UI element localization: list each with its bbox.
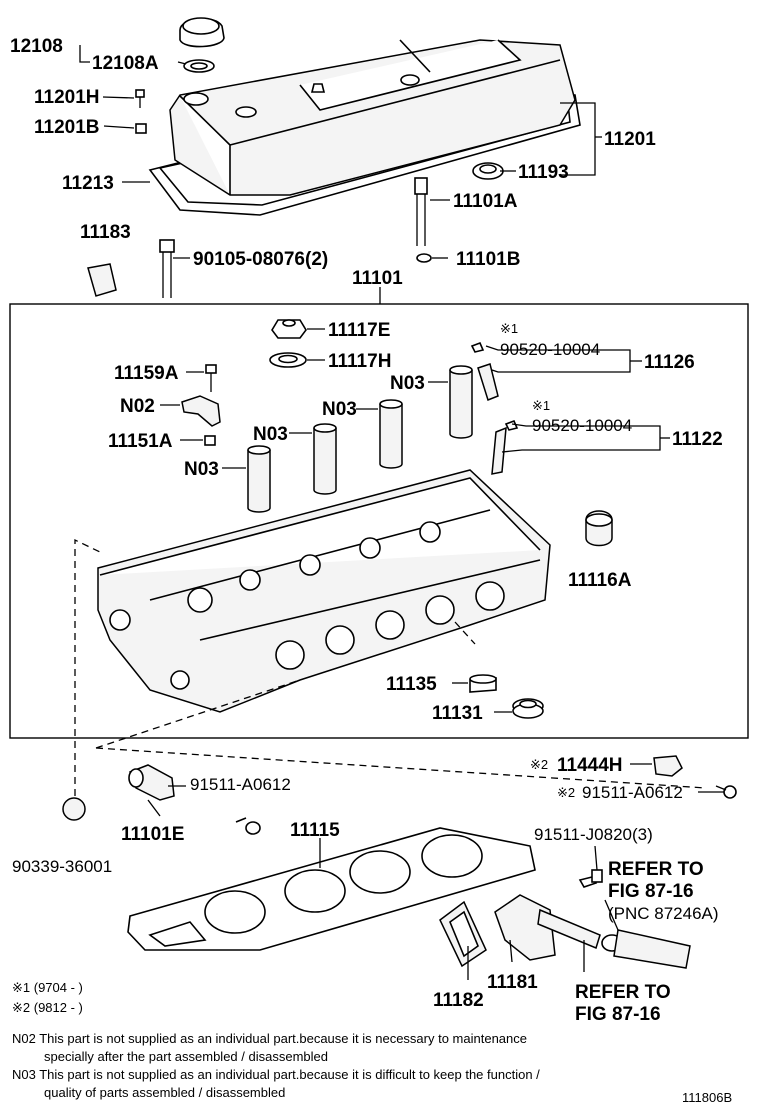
label-11126: 11126	[644, 352, 695, 373]
legend-and-notes: ※1 (9704 - ) ※2 (9812 - ) N02 This part …	[12, 980, 732, 1105]
label-11135: 11135	[386, 674, 437, 695]
refer-1-line-1: REFER TO	[608, 859, 704, 880]
label-12108: 12108	[10, 36, 63, 57]
label-11181: 11181	[487, 972, 538, 993]
label-N03-c: N03	[253, 424, 288, 445]
label-11201B: 11201B	[34, 117, 100, 138]
label-11183: 11183	[80, 222, 131, 243]
legend-mark-2: ※2 (9812 - )	[12, 1000, 83, 1015]
cylinder-head-illustration	[97, 319, 613, 719]
mark-1-a: ※1	[500, 321, 518, 336]
label-11117E: 11117E	[328, 320, 390, 341]
part-labels: 12108 12108A 11201H 11201B 11201 11193 1…	[10, 36, 723, 1025]
label-90520-10004-b: 90520-10004	[532, 416, 632, 435]
refer-2-line-1: REFER TO	[575, 982, 671, 1003]
label-N02: N02	[120, 396, 155, 417]
leader-lines-lower	[74, 538, 724, 980]
cylinder-head-frame	[9, 303, 749, 739]
refer-2-line-2: FIG 87-16	[575, 1004, 661, 1025]
label-90105-08076: 90105-08076(2)	[193, 249, 328, 270]
label-N03-b: N03	[322, 399, 357, 420]
mark-2-a: ※2	[530, 757, 548, 772]
label-11131: 11131	[432, 703, 483, 724]
label-N03-d: N03	[184, 459, 219, 480]
lower-illustration	[62, 755, 737, 969]
refer-1-line-2: FIG 87-16	[608, 881, 694, 902]
note-N03-line-2: quality of parts assembled / disassemble…	[44, 1085, 285, 1100]
label-11101: 11101	[352, 268, 403, 289]
label-11444H: 11444H	[557, 755, 623, 776]
head-cover-illustration	[87, 17, 581, 298]
legend-mark-1: ※1 (9704 - )	[12, 980, 83, 995]
mark-1-b: ※1	[532, 398, 550, 413]
label-11182: 11182	[433, 990, 484, 1011]
label-11116A: 11116A	[568, 570, 632, 591]
label-91511-J0820: 91511-J0820(3)	[534, 825, 653, 844]
figure-id: 111806B	[682, 1090, 732, 1105]
label-11159A: 11159A	[114, 363, 179, 384]
leader-lines-upper	[79, 45, 602, 259]
mark-2-b: ※2	[557, 785, 575, 800]
label-91511-A0612-right: 91511-A0612	[582, 783, 683, 802]
leader-lines-box	[160, 328, 670, 713]
label-11101B: 11101B	[456, 249, 520, 270]
label-11213: 11213	[62, 173, 114, 194]
label-11201: 11201	[604, 129, 656, 150]
label-90339-36001: 90339-36001	[12, 857, 112, 876]
label-91511-A0612-left: 91511-A0612	[190, 775, 291, 794]
label-12108A: 12108A	[92, 53, 159, 74]
label-11201H: 11201H	[34, 87, 100, 108]
note-N03-line-1: N03 This part is not supplied as an indi…	[12, 1067, 540, 1082]
label-11101A: 11101A	[453, 191, 518, 212]
label-11122: 11122	[672, 429, 723, 450]
label-90520-10004-a: 90520-10004	[500, 340, 600, 359]
note-N02-line-1: N02 This part is not supplied as an indi…	[12, 1031, 527, 1046]
label-11117H: 11117H	[328, 351, 391, 372]
note-N02-line-2: specially after the part assembled / dis…	[44, 1049, 328, 1064]
label-11151A: 11151A	[108, 431, 173, 452]
label-11115: 11115	[290, 820, 340, 841]
refer-1-line-3: (PNC 87246A)	[608, 904, 719, 923]
label-11101E: 11101E	[121, 824, 184, 845]
label-11193: 11193	[518, 162, 569, 183]
label-N03-a: N03	[390, 373, 425, 394]
